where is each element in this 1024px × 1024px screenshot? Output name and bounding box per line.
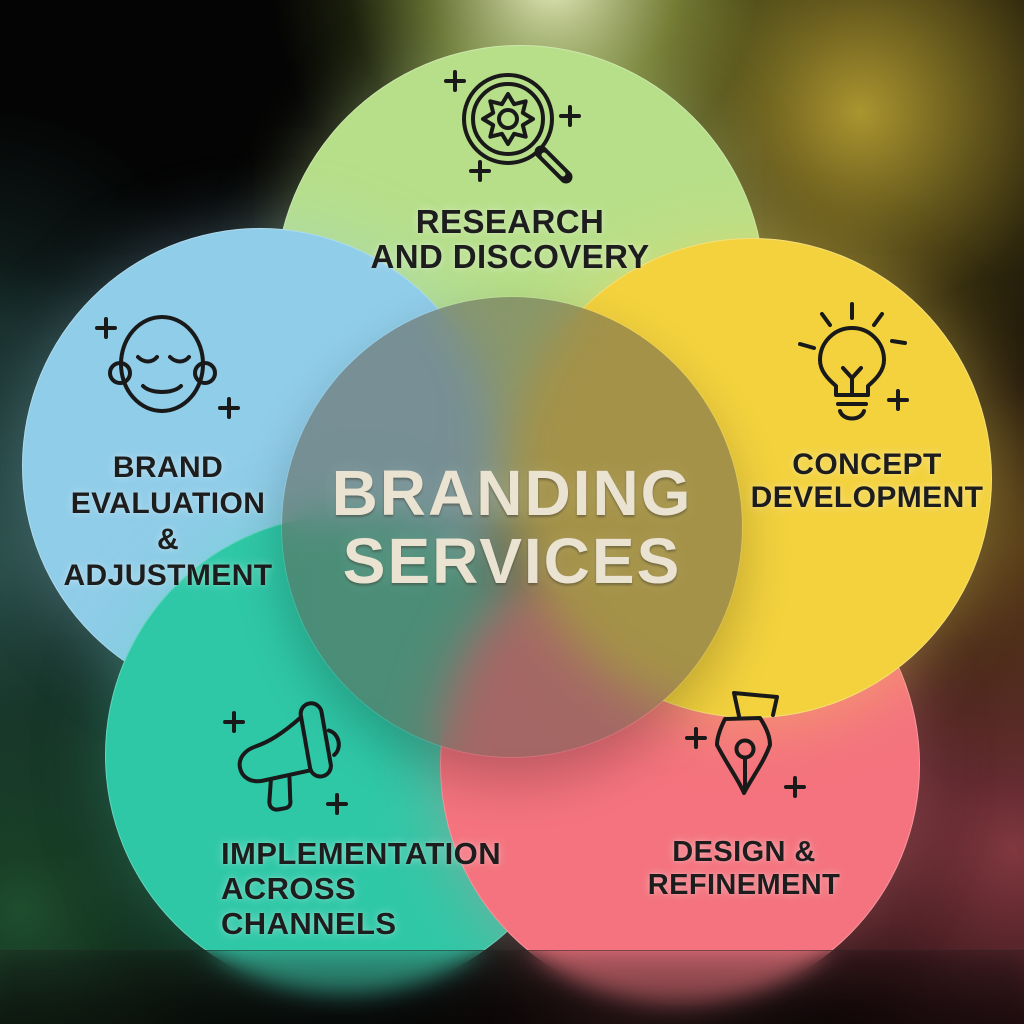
segment-label-line: CONCEPT xyxy=(792,448,942,481)
segment-concept: CONCEPT DEVELOPMENT xyxy=(751,298,984,514)
sparkle-plus-icon xyxy=(223,711,348,815)
segment-design: DESIGN & REFINEMENT xyxy=(628,686,860,902)
segment-label: DESIGN & REFINEMENT xyxy=(648,836,841,902)
segment-label-line: REFINEMENT xyxy=(647,869,841,901)
diagram-title: BRANDING SERVICES xyxy=(332,459,693,595)
bottom-blur-band xyxy=(0,950,1024,1024)
segment-label-line: AND DISCOVERY xyxy=(370,238,650,275)
megaphone-icon xyxy=(223,701,348,815)
sparkle-plus-icon xyxy=(95,317,240,419)
segment-label: BRAND EVALUATION & ADJUSTMENT xyxy=(52,450,284,594)
segment-label-line: DESIGN & xyxy=(672,836,816,868)
segment-evaluation: BRAND EVALUATION & ADJUSTMENT xyxy=(52,298,284,594)
segment-implementation: IMPLEMENTATION ACROSS CHANNELS xyxy=(213,686,513,941)
segment-label-line: RESEARCH xyxy=(415,203,605,240)
segment-label: CONCEPT DEVELOPMENT xyxy=(751,448,984,514)
segment-label-line: CHANNELS xyxy=(221,906,397,941)
diagram-title-line1: BRANDING xyxy=(331,457,693,529)
segment-label: IMPLEMENTATION ACROSS CHANNELS xyxy=(213,836,501,941)
segment-label: RESEARCH AND DISCOVERY xyxy=(370,204,649,274)
segment-label-line: BRAND xyxy=(112,451,224,484)
sparkle-plus-icon xyxy=(887,389,909,411)
face-icon xyxy=(95,315,240,419)
lightbulb-icon xyxy=(798,302,909,421)
segment-label-line: DEVELOPMENT xyxy=(750,481,984,514)
diagram-title-line2: SERVICES xyxy=(342,525,682,597)
segment-label-line: ACROSS xyxy=(221,871,357,906)
sparkle-plus-icon xyxy=(444,70,581,182)
segment-label-line: EVALUATION xyxy=(70,487,266,520)
segment-label-line: IMPLEMENTATION xyxy=(221,836,501,871)
center-circle: BRANDING SERVICES xyxy=(282,297,742,757)
pen-nib-icon xyxy=(685,691,806,798)
magnifier-gear-icon xyxy=(444,70,581,184)
segment-label-line: & ADJUSTMENT xyxy=(63,523,273,592)
segment-research: RESEARCH AND DISCOVERY xyxy=(330,62,690,274)
sparkle-plus-icon xyxy=(685,727,806,798)
